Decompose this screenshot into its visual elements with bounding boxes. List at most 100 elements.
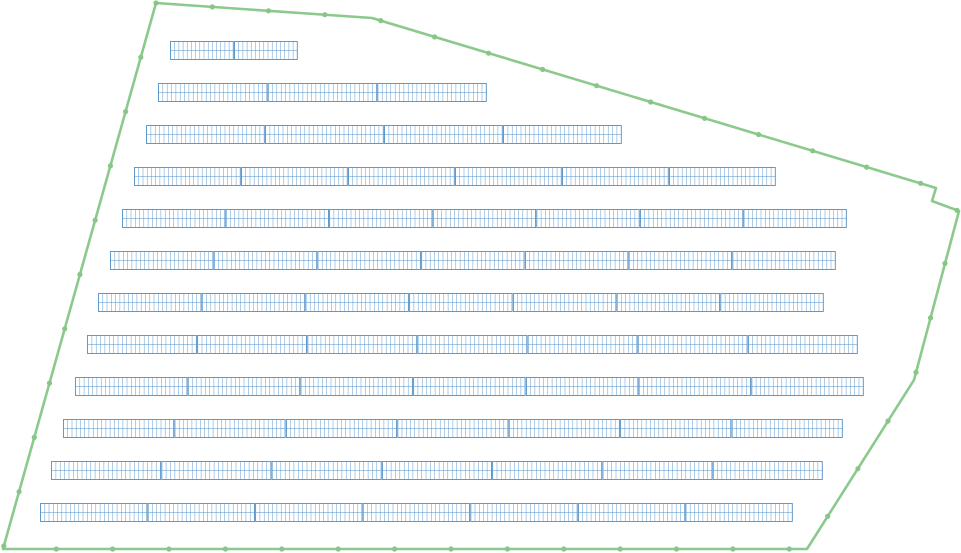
boundary-vertex-marker: [954, 207, 960, 213]
boundary-vertex-marker: [166, 546, 172, 552]
boundary-vertex-marker: [730, 546, 736, 552]
panel-table: [122, 209, 226, 228]
boundary-vertex-marker: [702, 115, 708, 121]
boundary-vertex-marker: [53, 546, 59, 552]
panel-table: [562, 167, 669, 186]
panel-table: [628, 251, 733, 270]
boundary-vertex-marker: [322, 12, 328, 18]
panel-row: [98, 293, 824, 312]
panel-table: [639, 209, 744, 228]
panel-table: [470, 503, 578, 522]
panel-table: [362, 503, 471, 522]
boundary-vertex-marker: [138, 54, 144, 60]
panel-row: [110, 251, 836, 270]
boundary-vertex-marker: [942, 260, 948, 266]
boundary-vertex-marker: [279, 546, 285, 552]
panel-table: [75, 377, 188, 396]
panel-table: [305, 293, 409, 312]
boundary-vertex-marker: [673, 546, 680, 552]
panel-table: [638, 377, 752, 396]
panel-row: [87, 335, 858, 354]
boundary-vertex-marker: [209, 4, 215, 10]
panel-table: [432, 209, 537, 228]
panel-row: [75, 377, 864, 396]
boundary-vertex-marker: [913, 369, 919, 375]
panel-table: [307, 335, 418, 354]
panel-array-layer: [40, 41, 864, 522]
boundary-vertex-marker: [810, 148, 816, 154]
panel-row: [146, 125, 622, 144]
panel-table: [146, 125, 265, 144]
boundary-vertex-marker: [561, 546, 567, 552]
panel-table: [241, 167, 348, 186]
panel-table: [508, 419, 620, 438]
panel-table: [512, 293, 617, 312]
panel-table: [51, 461, 162, 480]
panel-table: [685, 503, 793, 522]
panel-table: [732, 251, 836, 270]
panel-table: [417, 335, 528, 354]
boundary-vertex-marker: [786, 546, 792, 552]
panel-table: [503, 125, 622, 144]
boundary-vertex-marker: [31, 434, 37, 440]
panel-table: [348, 167, 455, 186]
panel-table: [377, 83, 487, 102]
panel-table: [524, 251, 629, 270]
panel-table: [98, 293, 202, 312]
panel-table: [527, 335, 638, 354]
boundary-vertex-marker: [153, 0, 159, 6]
boundary-vertex-marker: [62, 326, 68, 332]
panel-table: [255, 503, 363, 522]
boundary-vertex-marker: [92, 217, 98, 223]
panel-table: [213, 251, 318, 270]
panel-table: [409, 293, 513, 312]
panel-table: [620, 419, 732, 438]
boundary-vertex-marker: [448, 546, 454, 552]
panel-table: [536, 209, 640, 228]
panel-table: [616, 293, 721, 312]
boundary-vertex-marker: [46, 380, 53, 386]
boundary-vertex-marker: [222, 546, 228, 552]
panel-table: [197, 335, 307, 354]
boundary-vertex-marker: [918, 180, 924, 186]
panel-table: [271, 461, 382, 480]
boundary-vertex-marker: [885, 418, 891, 424]
boundary-vertex-marker: [927, 315, 934, 321]
panel-table: [40, 503, 148, 522]
panel-table: [300, 377, 413, 396]
panel-table: [234, 41, 298, 60]
panel-row: [40, 503, 793, 522]
panel-table: [743, 209, 847, 228]
boundary-vertex-marker: [864, 164, 870, 170]
boundary-vertex-marker: [107, 163, 113, 169]
panel-table: [158, 83, 268, 102]
panel-table: [384, 125, 503, 144]
panel-table: [170, 41, 234, 60]
panel-row: [170, 41, 298, 60]
boundary-vertex-marker: [825, 513, 831, 519]
panel-table: [712, 461, 823, 480]
boundary-vertex-marker: [77, 271, 83, 278]
panel-table: [751, 377, 864, 396]
panel-table: [134, 167, 241, 186]
boundary-vertex-marker: [123, 109, 129, 115]
panel-table: [63, 419, 175, 438]
boundary-vertex-marker: [855, 466, 861, 472]
boundary-vertex-marker: [110, 546, 116, 552]
boundary-vertex-marker: [756, 131, 762, 138]
panel-table: [669, 167, 776, 186]
panel-row: [158, 83, 487, 102]
panel-row: [122, 209, 847, 228]
panel-row: [63, 419, 843, 438]
panel-table: [720, 293, 824, 312]
panel-table: [381, 461, 492, 480]
panel-table: [637, 335, 748, 354]
panel-table: [492, 461, 603, 480]
panel-table: [161, 461, 272, 480]
panel-table: [174, 419, 286, 438]
panel-table: [455, 167, 562, 186]
panel-table: [329, 209, 433, 228]
